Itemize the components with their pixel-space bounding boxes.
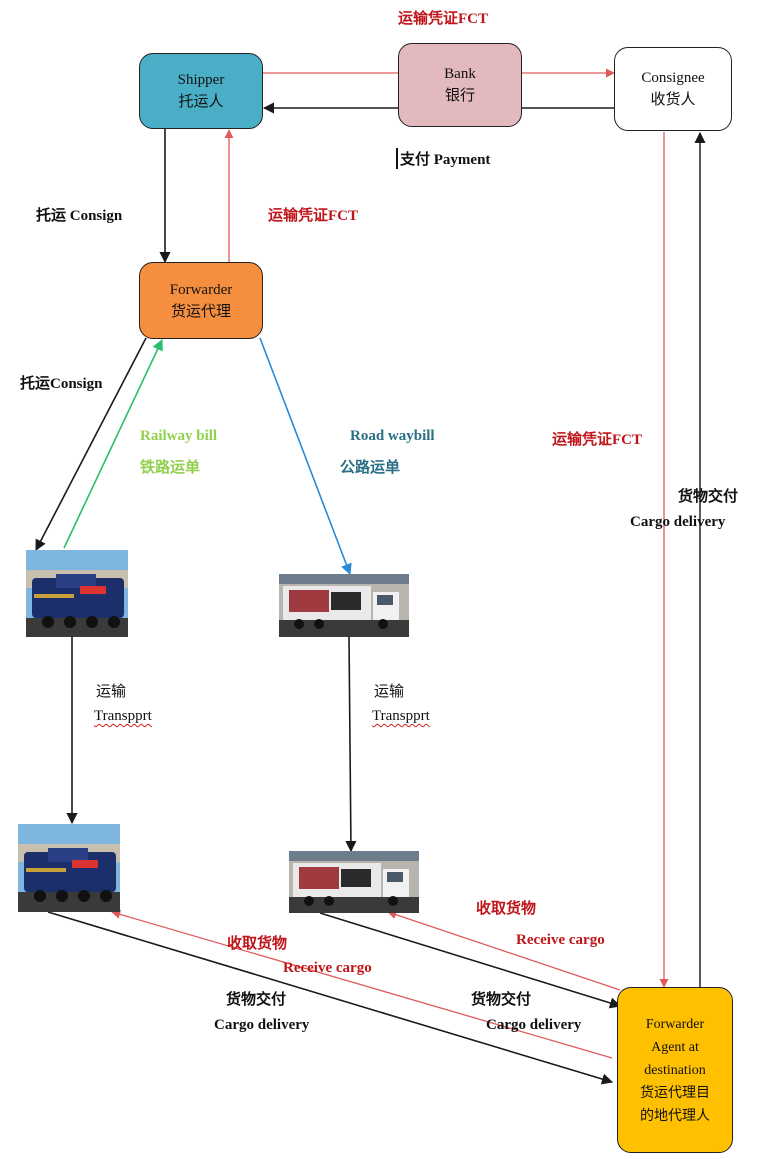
agent-line-5: 的地代理人 <box>640 1108 710 1124</box>
forwarder-label-zh: 货运代理 <box>170 303 231 320</box>
truck-photo-bottom <box>289 851 419 913</box>
label-cargo-delivery-right-zh: 货物交付 <box>678 489 739 505</box>
bank-label-zh: 银行 <box>444 88 475 104</box>
label-delivery-left-zh: 货物交付 <box>226 992 287 1008</box>
label-railway-bill-zh: 铁路运单 <box>140 460 201 476</box>
shipper-label-zh: 托运人 <box>178 94 224 110</box>
label-transport-left-zh: 运输 <box>96 684 127 700</box>
label-delivery-mid-en: Cargo delivery <box>486 1017 582 1033</box>
arrow-railway-bill <box>63 338 163 549</box>
label-cargo-delivery-right-en: Cargo delivery <box>630 514 726 530</box>
arrow-delivery-train-agent <box>47 911 614 1085</box>
truck-photo-top <box>279 574 409 637</box>
arrow-receive-truck <box>387 910 621 991</box>
label-road-waybill-zh: 公路运单 <box>340 460 401 476</box>
agent-line-2: Agent at <box>651 1039 699 1055</box>
label-transport-mid-en: Transpprt <box>372 708 430 724</box>
consignee-label-zh: 收货人 <box>650 92 696 108</box>
label-consign-2: 托运Consign <box>20 376 103 392</box>
bank-node: Bank 银行 <box>398 43 522 127</box>
label-fct-mid: 运输凭证FCT <box>268 208 359 224</box>
agent-line-1: Forwarder <box>645 1016 705 1032</box>
arrow-receive-train <box>111 909 613 1059</box>
shipper-label-en: Shipper <box>177 72 225 88</box>
label-transport-left-en: Transpprt <box>94 708 152 724</box>
arrow-delivery-truck-agent <box>319 912 622 1009</box>
label-fct-top: 运输凭证FCT <box>398 11 489 27</box>
arrow-transport-truck <box>345 636 357 853</box>
agent-line-3: destination <box>644 1062 706 1078</box>
label-transport-mid-zh: 运输 <box>374 684 405 700</box>
label-fct-right: 运输凭证FCT <box>552 432 643 448</box>
forwarder-label-en: Forwarder <box>169 281 233 298</box>
label-receive-train-zh: 收取货物 <box>227 936 288 952</box>
label-receive-train-en: Receive cargo <box>283 960 372 976</box>
label-road-waybill-en: Road waybill <box>350 428 435 444</box>
shipper-node: Shipper 托运人 <box>139 53 263 129</box>
destination-agent-node: Forwarder Agent at destination 货运代理目 的地代… <box>617 987 733 1153</box>
label-railway-bill-en: Railway bill <box>140 428 218 444</box>
label-delivery-left-en: Cargo delivery <box>214 1017 310 1033</box>
consignee-node: Consignee 收货人 <box>614 47 732 131</box>
label-receive-truck-en: Receive cargo <box>516 932 605 948</box>
label-receive-truck-zh: 收取货物 <box>476 901 537 917</box>
label-consign-1: 托运 Consign <box>36 208 123 224</box>
arrow-consign-forwarder-train <box>35 337 147 551</box>
locomotive-photo-top <box>26 550 128 637</box>
forwarder-node: Forwarder 货运代理 <box>139 262 263 339</box>
agent-line-4: 货运代理目 <box>640 1085 710 1101</box>
locomotive-photo-bottom <box>18 824 120 912</box>
arrow-road-waybill <box>259 337 352 576</box>
consignee-label-en: Consignee <box>641 70 705 86</box>
label-delivery-mid-zh: 货物交付 <box>471 992 532 1008</box>
bank-label-en: Bank <box>444 66 476 82</box>
label-payment: 支付 Payment <box>396 148 490 169</box>
